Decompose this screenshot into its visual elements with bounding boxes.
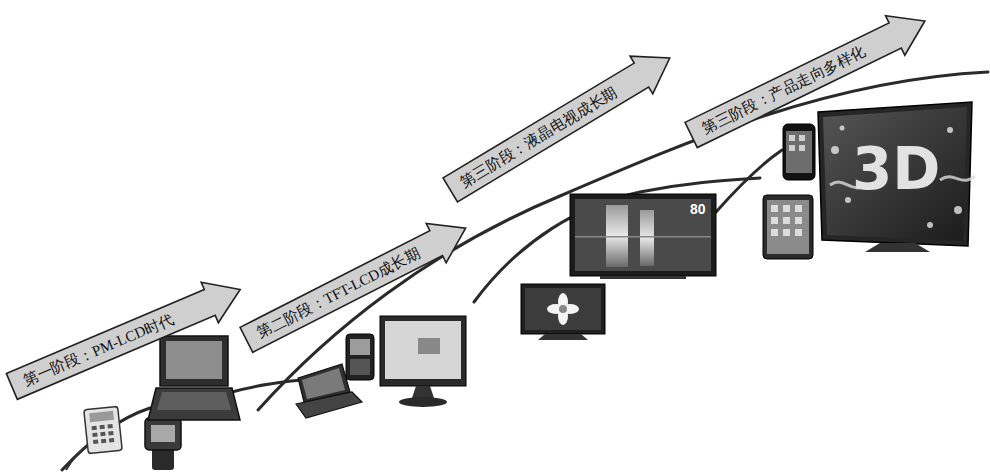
tv-screen (525, 288, 601, 330)
tablet (763, 195, 813, 259)
drop (831, 146, 839, 154)
key (92, 433, 97, 438)
tv-stand (538, 334, 588, 340)
key (92, 426, 97, 431)
stage-arrow: 第三阶段：液晶电视成长期 (438, 38, 683, 210)
app (799, 135, 805, 141)
app (771, 217, 778, 224)
stage-label: 第三阶段：液晶电视成长期 (458, 84, 620, 190)
screen-3d-text: 3D (852, 140, 941, 198)
key (99, 425, 104, 430)
app (783, 229, 790, 236)
screen-size-number: 80 (690, 202, 706, 216)
stage-label: 第一阶段：PM-LCD时代 (21, 311, 176, 388)
flower (547, 293, 579, 325)
key (108, 431, 113, 436)
laptop-keys (157, 392, 231, 410)
key (107, 424, 112, 429)
window (418, 338, 440, 354)
tv-frame (570, 194, 716, 276)
lcd-monitor (380, 316, 466, 407)
drop (845, 197, 851, 203)
old-laptop (148, 336, 240, 420)
phone-screen (350, 339, 370, 355)
key (109, 438, 114, 443)
cable (66, 445, 88, 470)
app (795, 229, 802, 236)
arrow-text-group: 第一阶段：PM-LCD时代 (8, 311, 176, 393)
drop (927, 222, 933, 228)
app (795, 217, 802, 224)
monitor-frame (380, 316, 466, 386)
key (93, 440, 98, 445)
drop (954, 206, 962, 214)
app (783, 205, 790, 212)
app (783, 217, 790, 224)
monitor-base (399, 397, 447, 407)
large-tv (570, 194, 716, 279)
app (789, 145, 795, 151)
laptop-screen (166, 341, 222, 379)
mobile-phone (346, 334, 374, 380)
laptop-lid (160, 336, 228, 386)
waterfall (640, 210, 654, 266)
drop (840, 126, 845, 131)
laptop-base (296, 392, 362, 418)
app (789, 135, 795, 141)
tv-screen (575, 199, 711, 271)
pos-terminal (66, 406, 122, 470)
app (771, 205, 778, 212)
tv-frame (521, 284, 605, 334)
tv-base (600, 276, 686, 279)
phone-body (346, 334, 374, 380)
smartphone (783, 124, 815, 180)
arrow-text-group: 第三阶段：液晶电视成长期 (446, 84, 620, 197)
app (799, 145, 805, 151)
arrow-outline (682, 1, 935, 155)
phone-screen (786, 131, 812, 173)
arrow-outline (439, 39, 681, 209)
splash (830, 126, 975, 229)
growth-curve (474, 178, 760, 302)
drop (947, 127, 953, 133)
phone-body (783, 124, 815, 180)
monitor-screen (385, 321, 461, 379)
tv-stand (865, 243, 930, 252)
laptop-base (148, 388, 240, 420)
monitor-stand (412, 386, 434, 398)
arrow-outline (236, 209, 475, 360)
terminal-body (84, 406, 122, 453)
tv-frame (818, 102, 972, 246)
3d-tv (818, 102, 975, 252)
watch-case (145, 418, 181, 450)
growth-curve (258, 72, 988, 410)
splash-stroke (940, 176, 975, 180)
tv-screen (823, 107, 967, 241)
app (771, 229, 778, 236)
terminal-screen (89, 411, 114, 422)
phone-keys (350, 359, 370, 375)
small-tv (521, 284, 605, 340)
app (795, 205, 802, 212)
tablet-body (763, 195, 813, 259)
tablet-screen (767, 200, 809, 254)
watch-display (151, 425, 175, 442)
arrow-outline (3, 269, 248, 406)
app-grid (771, 205, 802, 236)
keypad (92, 424, 115, 444)
key (101, 439, 106, 444)
flower-center (559, 305, 567, 313)
key (100, 432, 105, 437)
growth-curve (232, 380, 300, 392)
split-line (575, 236, 711, 238)
